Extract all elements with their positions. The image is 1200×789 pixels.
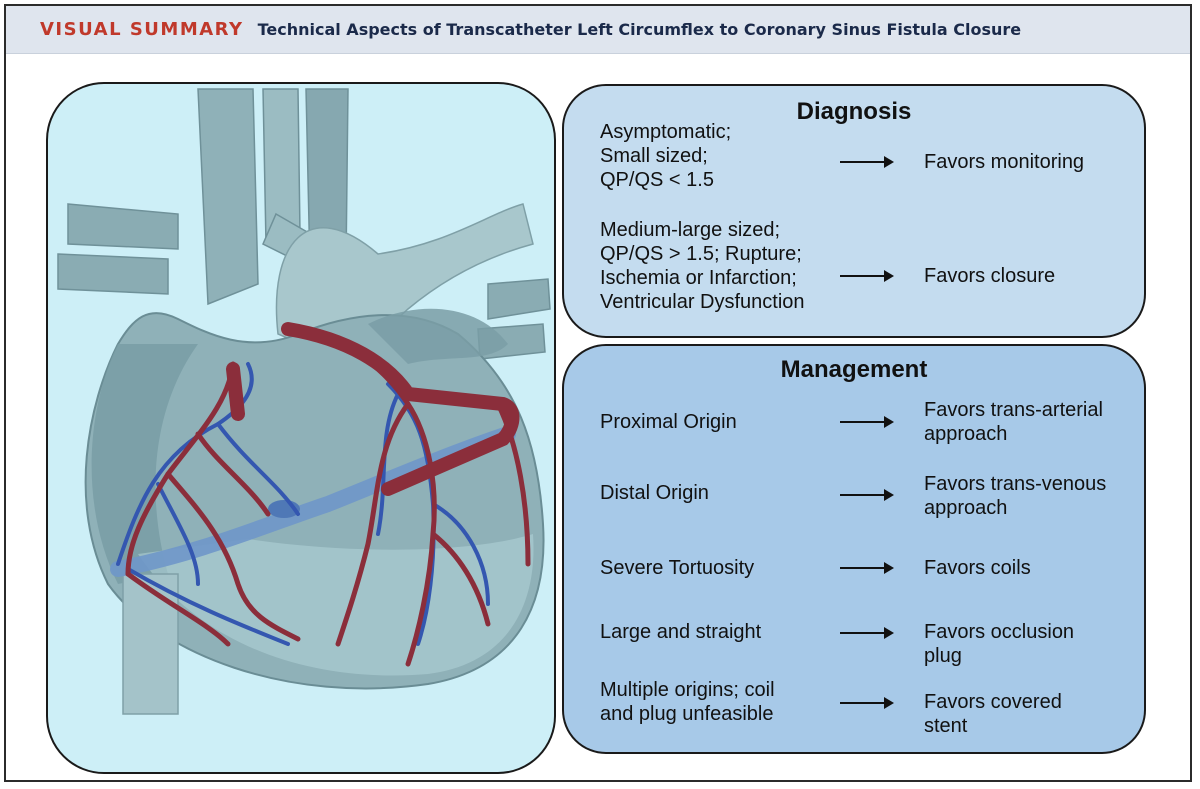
arrow-icon [840,489,894,501]
diagnosis-title: Diagnosis [796,98,912,125]
condition-line: QP/QS < 1.5 [600,169,714,191]
management-outcome-5: Favors covered stent [924,690,1062,738]
outcome-line: Favors occlusion [924,621,1075,643]
outcome-line: Favors trans-venous [924,473,1107,495]
diagnosis-condition-2: Medium-large sized; QP/QS > 1.5; Rupture… [600,218,805,314]
page-title: Technical Aspects of Transcatheter Left … [257,20,1022,39]
condition-line: Asymptomatic; [600,121,732,143]
outcome-line: Favors covered [924,691,1062,713]
condition-line: Small sized; [600,145,708,167]
left-atrium [368,308,508,364]
management-outcome-4: Favors occlusion plug [924,620,1074,668]
diagnosis-outcome-2: Favors closure [924,265,1056,287]
management-title: Management [780,356,928,383]
diagnosis-condition-1: Asymptomatic; Small sized; QP/QS < 1.5 [600,120,731,192]
condition-line: Ischemia or Infarction; [600,267,797,289]
heart-illustration [57,88,551,715]
arrow-icon [840,697,894,709]
outcome-line: plug [924,645,962,667]
condition-line: Multiple origins; coil [600,679,775,701]
arrow-icon [840,156,894,168]
condition-line: Medium-large sized; [600,219,781,241]
management-condition-4: Large and straight [600,621,762,643]
header-bar: VISUAL SUMMARY Technical Aspects of Tran… [6,6,1190,54]
outcome-line: approach [924,497,1008,519]
heart-illustration-panel [46,82,556,774]
outcome-line: approach [924,423,1008,445]
condition-line: and plug unfeasible [600,703,774,725]
arrow-icon [840,562,894,574]
management-outcome-1: Favors trans-arterial approach [924,398,1103,446]
management-condition-5: Multiple origins; coil and plug unfeasib… [600,678,775,726]
arrow-icon [840,416,894,428]
outcome-line: stent [924,715,968,737]
arrow-icon [840,270,894,282]
management-outcome-3: Favors coils [924,557,1031,579]
management-outcome-2: Favors trans-venous approach [924,472,1106,520]
condition-line: QP/QS > 1.5; Rupture; [600,243,802,265]
management-panel: Management Proximal Origin Favors trans-… [562,344,1146,754]
inferior-vena-cava [122,573,179,715]
right-atrium [91,344,198,584]
diagnosis-outcome-1: Favors monitoring [924,151,1085,173]
management-condition-1: Proximal Origin [600,411,737,433]
condition-line: Ventricular Dysfunction [600,291,805,313]
outcome-line: Favors trans-arterial [924,399,1103,421]
arrow-icon [840,627,894,639]
management-condition-3: Severe Tortuosity [600,557,755,579]
fistula-artery [281,322,520,496]
ventricle [138,534,534,676]
right-coronary-origin [226,362,245,421]
visual-summary-tag: VISUAL SUMMARY [40,19,244,40]
management-condition-2: Distal Origin [600,482,709,504]
diagnosis-panel: Diagnosis Asymptomatic; Small sized; QP/… [562,84,1146,338]
